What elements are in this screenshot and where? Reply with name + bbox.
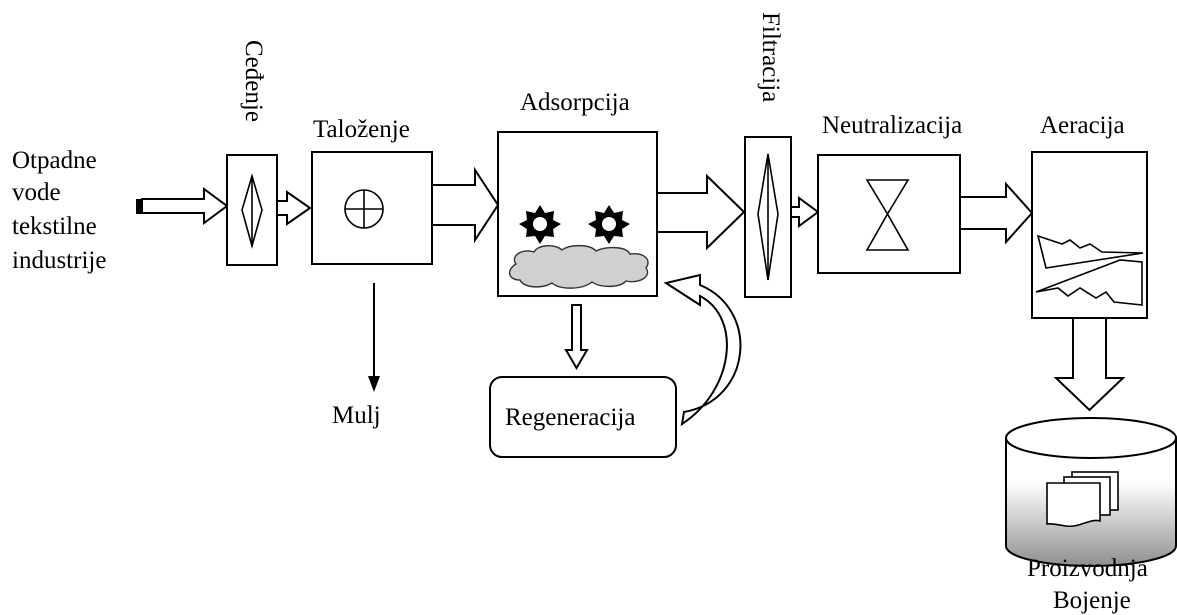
sun-icon <box>519 205 561 244</box>
stage-label-aeracija: Aeracija <box>1040 112 1125 139</box>
arrow-filtracija-neutralizacija <box>790 196 820 228</box>
diamond-icon <box>757 153 779 281</box>
return-arrow-regeneracija-adsorpcija <box>663 273 742 427</box>
regeneracija-box <box>489 376 677 458</box>
output-label-proizvodnja: Proizvodnja <box>1027 555 1148 582</box>
sun-icon <box>588 205 630 244</box>
mulj-label: Mulj <box>332 402 381 429</box>
output-label-bojenje: Bojenje <box>1053 587 1131 614</box>
documents-icon <box>1046 471 1119 528</box>
hourglass-icon <box>865 179 910 251</box>
lightning-icon <box>1035 234 1144 306</box>
aeracija-box <box>1031 151 1148 319</box>
cloud-icon <box>509 244 649 289</box>
arrow-adsorpcija-filtracija <box>656 173 746 251</box>
input-label: Otpadne vode tekstilne industrije <box>12 147 106 274</box>
arrow-talozenje-adsorpcija <box>431 166 500 244</box>
diamond-icon <box>241 173 263 249</box>
stage-label-neutralizacija: Neutralizacija <box>822 112 962 139</box>
arrow-neutralizacija-aeracija <box>959 181 1034 245</box>
arrow-cedjenje-talozenje <box>276 190 312 226</box>
arrow-aeracija-proizvodnja <box>1053 317 1126 412</box>
stage-label-cedjenje: Ceđenje <box>240 40 267 122</box>
cross-circle-icon <box>344 189 384 229</box>
stage-label-adsorpcija: Adsorpcija <box>520 89 630 116</box>
stage-label-talozenje: Taloženje <box>313 116 410 143</box>
talozenje-box <box>311 151 433 265</box>
mulj-arrow <box>368 283 380 392</box>
stage-label-filtracija: Filtracija <box>757 12 784 102</box>
regeneracija-label: Regeneracija <box>505 404 635 431</box>
input-arrow <box>136 187 229 225</box>
neutralizacija-box <box>817 154 961 274</box>
arrow-adsorpcija-regeneracija <box>564 304 589 370</box>
